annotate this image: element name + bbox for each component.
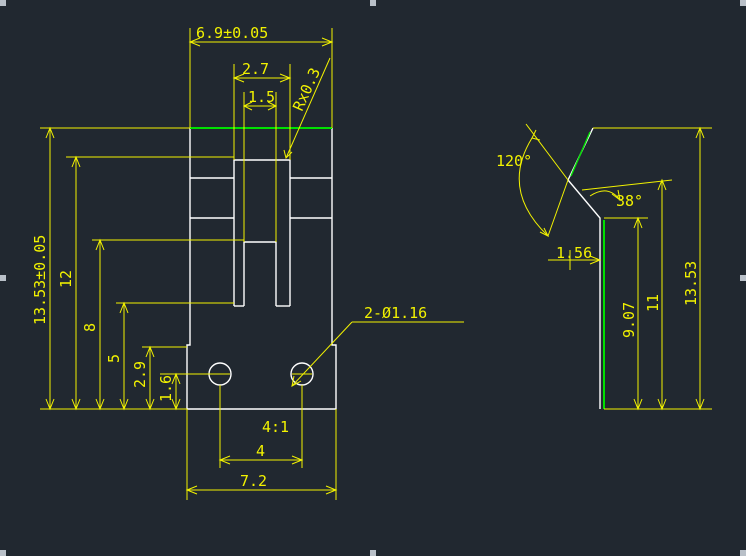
dim-thickness: 1.56: [556, 244, 592, 262]
dim-side-overall-height: 13.53: [682, 261, 700, 306]
front-view-slot-outer: [233, 159, 291, 306]
resize-handle-bottom-center[interactable]: [370, 550, 376, 556]
dim-overall-height: 13.53±0.05: [31, 235, 49, 325]
dim-slot-inner-width: 1.5: [248, 88, 275, 106]
resize-handle-top-right[interactable]: [740, 0, 746, 6]
front-view-part: [186, 128, 337, 410]
dim-corner-radius: Rx0.3: [289, 65, 324, 114]
dim-height-1-6: 1.6: [157, 375, 175, 402]
side-view-dimensions: [518, 123, 712, 411]
front-view-dimensions: [40, 28, 464, 500]
dim-side-height-9-07: 9.07: [620, 302, 638, 338]
dim-width-top: 6.9±0.05: [196, 24, 268, 42]
dim-scale: 4:1: [262, 418, 289, 436]
dim-side-height-11: 11: [644, 294, 662, 312]
dim-base-width: 7.2: [240, 472, 267, 490]
resize-handle-middle-left[interactable]: [0, 275, 6, 281]
dim-hole-callout: 2-Ø1.16: [364, 304, 427, 322]
dim-bend-angle: 120°: [496, 152, 532, 170]
dim-slot-width: 2.7: [242, 60, 269, 78]
dim-height-2-9: 2.9: [131, 361, 149, 388]
front-view-slot-inner: [243, 241, 277, 306]
front-view-outline: [186, 128, 337, 410]
resize-handle-bottom-left[interactable]: [0, 550, 6, 556]
dim-tab-angle: 38°: [616, 192, 643, 210]
dim-height-8: 8: [81, 323, 99, 332]
resize-handle-top-center[interactable]: [370, 0, 376, 6]
dim-height-5: 5: [105, 354, 123, 363]
dim-height-12: 12: [57, 270, 75, 288]
dim-hole-pitch: 4: [256, 442, 265, 460]
resize-handle-bottom-right[interactable]: [740, 550, 746, 556]
side-view-part: [567, 127, 605, 409]
resize-handle-top-left[interactable]: [0, 0, 6, 6]
resize-handle-middle-right[interactable]: [740, 275, 746, 281]
